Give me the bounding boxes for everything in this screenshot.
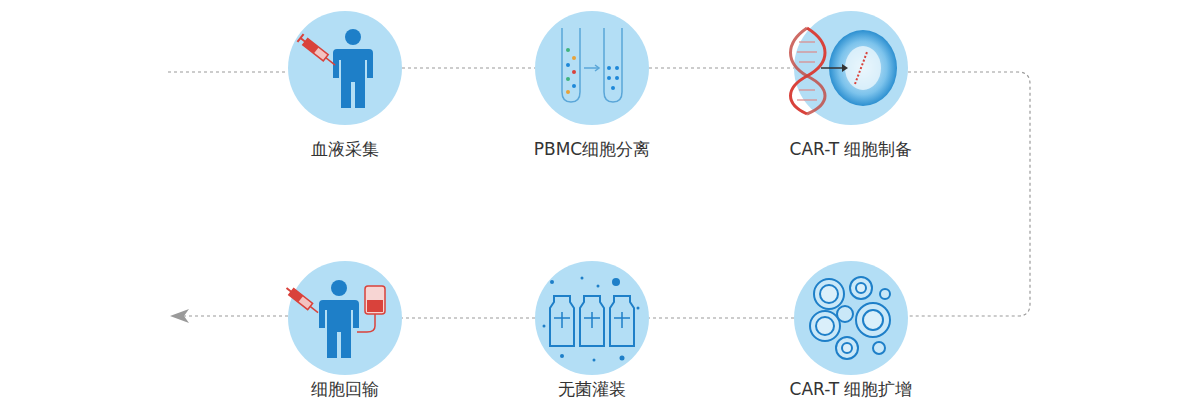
step-label: 血液采集: [311, 139, 379, 159]
step-circle: [288, 11, 402, 125]
cell-cluster-icon: [810, 277, 890, 359]
flow-connector: [908, 72, 1030, 316]
flow-connector: [649, 318, 794, 319]
flow-connector: [402, 68, 535, 69]
step-node: CAR-T 细胞扩增: [794, 261, 908, 375]
person-infusion-icon: [284, 280, 385, 358]
step-circle: [535, 261, 649, 375]
dna-cell-icon: [791, 28, 898, 114]
dashed-line: [402, 67, 535, 68]
step-label: 细胞回输: [311, 379, 379, 399]
dashed-line: [908, 72, 1030, 316]
step-circle: [288, 261, 402, 375]
lead-out-line: [182, 315, 288, 316]
flow-connector: [402, 318, 535, 319]
step-label: CAR-T 细胞制备: [790, 139, 913, 159]
dashed-line: [402, 317, 535, 318]
step-node: 细胞回输: [288, 261, 402, 375]
person-syringe-icon: [297, 29, 373, 108]
flow-connector: [649, 68, 794, 69]
step-label: PBMC细胞分离: [534, 139, 650, 159]
test-tube-icon: [562, 28, 622, 102]
step-node: CAR-T 细胞制备: [794, 11, 908, 125]
step-circle: [535, 11, 649, 125]
lead-in-line: [168, 71, 288, 72]
step-circle: [794, 11, 908, 125]
dashed-line: [649, 67, 794, 68]
vial-icon: [543, 277, 640, 362]
step-label: 无菌灌装: [558, 379, 626, 399]
step-node: PBMC细胞分离: [535, 11, 649, 125]
step-circle: [794, 261, 908, 375]
step-node: 血液采集: [288, 11, 402, 125]
lead-out-arrowhead: [170, 309, 189, 323]
dashed-line: [649, 317, 794, 318]
step-label: CAR-T 细胞扩增: [790, 379, 913, 399]
step-node: 无菌灌装: [535, 261, 649, 375]
